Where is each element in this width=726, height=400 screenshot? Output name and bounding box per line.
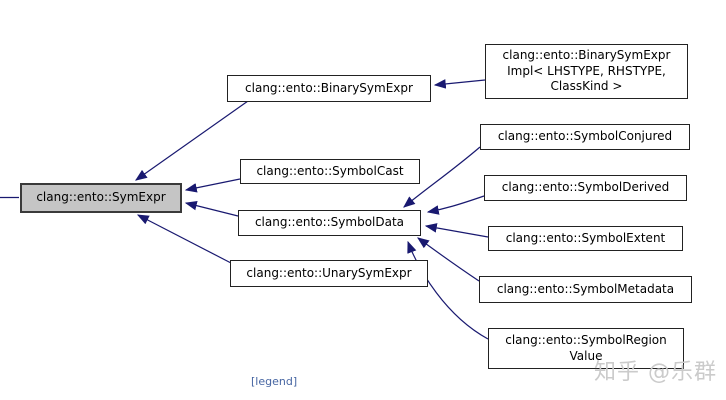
edge-symbolderived-to-symboldata <box>426 195 485 215</box>
node-symexpr[interactable]: clang::ento::SymExpr <box>20 183 182 213</box>
node-symbol-conjured[interactable]: clang::ento::SymbolConjured <box>480 124 690 150</box>
edge-symbolmetadata-to-symboldata <box>417 237 480 282</box>
node-binary-sym-expr-impl[interactable]: clang::ento::BinarySymExpr Impl< LHSTYPE… <box>485 44 688 99</box>
edge-unarysymexpr-to-symexpr <box>136 214 232 264</box>
node-symbol-cast-label: clang::ento::SymbolCast <box>256 163 404 178</box>
node-symbol-cast[interactable]: clang::ento::SymbolCast <box>240 159 420 184</box>
edge-impl-to-binarysymexpr <box>433 79 486 89</box>
edge-symbolregionvalue-to-symboldata <box>407 240 489 340</box>
node-symbol-metadata[interactable]: clang::ento::SymbolMetadata <box>479 276 692 303</box>
legend-link[interactable]: [legend] <box>251 375 298 388</box>
edge-symboldata-to-symexpr <box>184 200 239 217</box>
node-symbol-extent-label: clang::ento::SymbolExtent <box>505 230 666 245</box>
node-unary-sym-expr[interactable]: clang::ento::UnarySymExpr <box>230 260 428 287</box>
node-binary-sym-expr[interactable]: clang::ento::BinarySymExpr <box>227 75 431 102</box>
node-symbol-region-value-label: clang::ento::SymbolRegion Value <box>505 332 667 363</box>
node-binary-sym-expr-impl-label: clang::ento::BinarySymExpr Impl< LHSTYPE… <box>502 48 671 94</box>
node-symbol-data[interactable]: clang::ento::SymbolData <box>238 210 421 236</box>
node-binary-sym-expr-label: clang::ento::BinarySymExpr <box>245 80 413 95</box>
node-symbol-region-value[interactable]: clang::ento::SymbolRegion Value <box>488 328 684 369</box>
node-unary-sym-expr-label: clang::ento::UnarySymExpr <box>246 265 412 280</box>
edge-symbolcast-to-symexpr <box>184 178 241 193</box>
node-symbol-derived-label: clang::ento::SymbolDerived <box>501 180 670 195</box>
node-symbol-conjured-label: clang::ento::SymbolConjured <box>497 129 673 144</box>
node-symexpr-label: clang::ento::SymExpr <box>36 190 166 205</box>
node-symbol-derived[interactable]: clang::ento::SymbolDerived <box>484 175 687 201</box>
edge-symbolextent-to-symboldata <box>424 223 489 238</box>
node-symbol-extent[interactable]: clang::ento::SymbolExtent <box>488 226 683 251</box>
edge-symbolconjured-to-symboldata <box>403 146 481 208</box>
edge-binarysymexpr-to-symexpr <box>135 100 249 181</box>
node-symbol-data-label: clang::ento::SymbolData <box>254 215 405 230</box>
node-symbol-metadata-label: clang::ento::SymbolMetadata <box>496 281 675 296</box>
